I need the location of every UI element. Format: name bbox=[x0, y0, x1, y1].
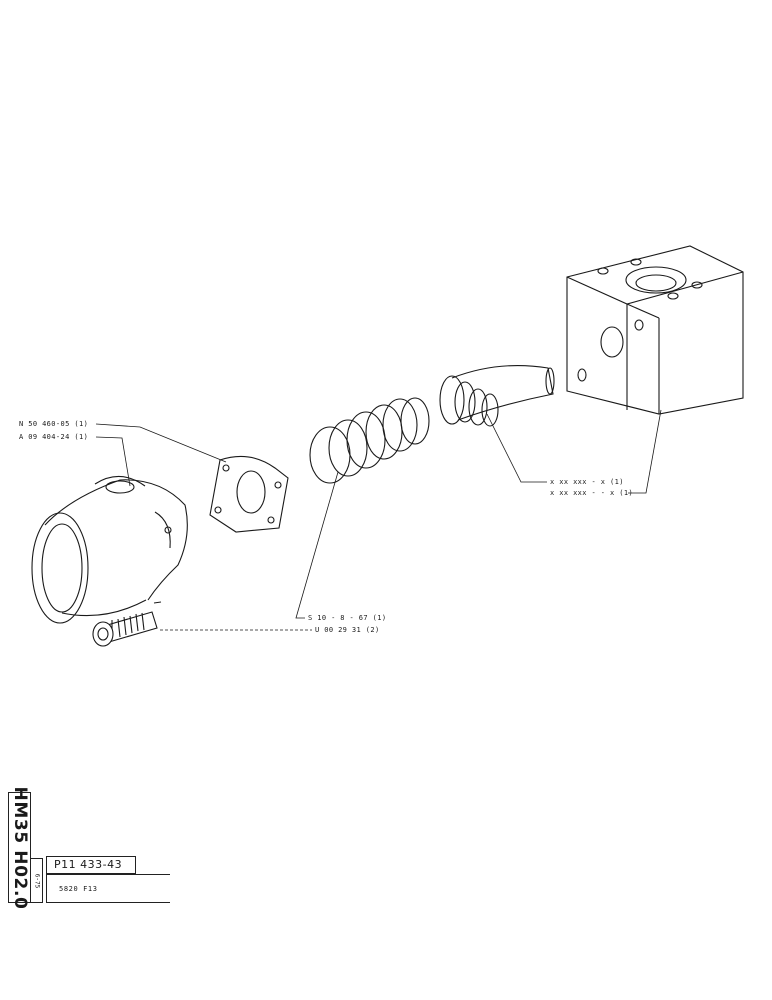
label-block-top: x xx xxx - x (1) bbox=[550, 478, 624, 486]
spring bbox=[309, 397, 430, 484]
label-spring: S 10 - 8 - 67 (1) bbox=[308, 614, 387, 622]
description: 5820 F13 bbox=[59, 885, 98, 893]
label-valve-bottom: A 09 404-24 (1) bbox=[19, 433, 89, 441]
valve-body bbox=[31, 475, 188, 624]
date-code: 6-75 bbox=[33, 873, 40, 888]
screw bbox=[92, 601, 162, 647]
valve-block bbox=[566, 245, 744, 415]
part-number: P11 433-43 bbox=[46, 856, 136, 874]
date-box: 6-75 bbox=[31, 858, 43, 903]
spool bbox=[439, 364, 555, 427]
cover-plate bbox=[209, 455, 289, 533]
label-valve-top: N 50 460-05 (1) bbox=[19, 420, 89, 428]
description-box: 5820 F13 bbox=[46, 874, 170, 903]
label-screw: U 00 29 31 (2) bbox=[315, 626, 380, 634]
leader-lines bbox=[95, 409, 662, 631]
label-block-bottom: x xx xxx - - x (1) bbox=[550, 489, 634, 497]
model-title-box: HM35 H02.0 bbox=[8, 786, 31, 909]
model-title: HM35 H02.0 bbox=[9, 786, 30, 909]
